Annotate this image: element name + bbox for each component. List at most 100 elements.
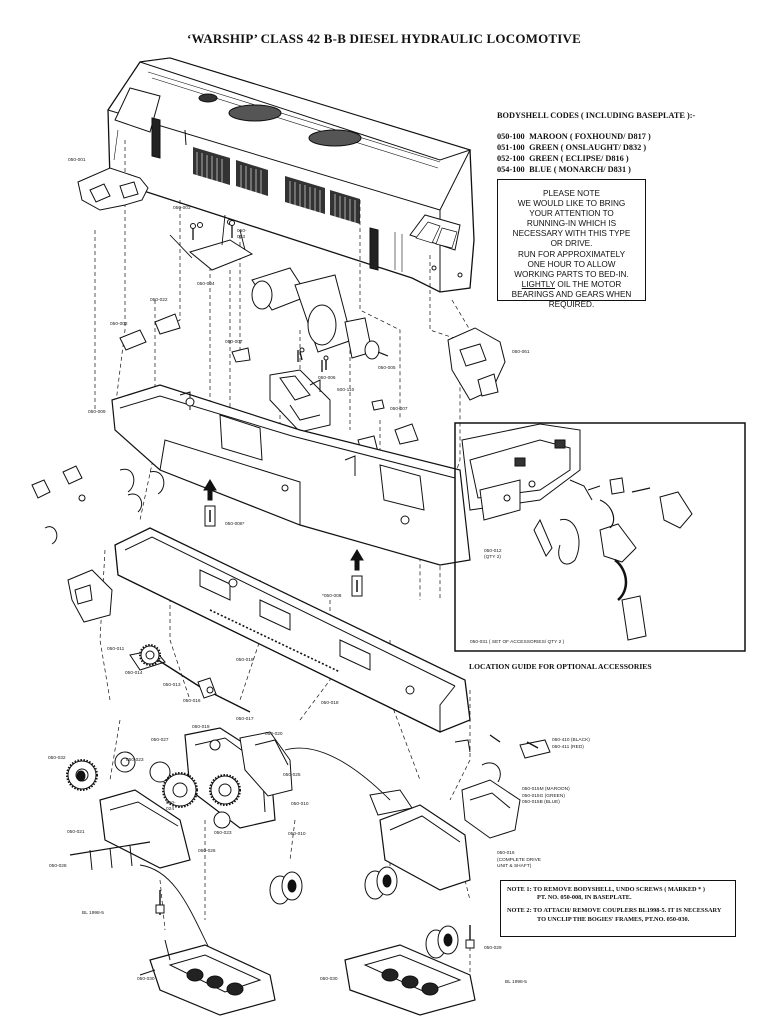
page-title: ‘WARSHIP’ CLASS 42 B-B DIESEL HYDRAULIC … bbox=[186, 31, 582, 46]
removal-notes-box: NOTE 1: TO REMOVE BODYSHELL, UNDO SCREWS… bbox=[500, 880, 736, 937]
bogie-left-bottom bbox=[139, 890, 276, 1016]
part-label: BL 1998-5 bbox=[82, 911, 104, 916]
part-label: 050-021 bbox=[67, 830, 85, 835]
note-line: NECESSARY WITH THIS TYPE bbox=[512, 229, 631, 239]
part-label: *050-008 bbox=[322, 594, 342, 599]
part-label: BL 1998-5 bbox=[505, 980, 527, 985]
part-label: 050-007 bbox=[225, 340, 243, 345]
note-line: REQUIRED. bbox=[548, 300, 595, 310]
part-label: 050-023 bbox=[214, 831, 232, 836]
part-label: 050- 024 bbox=[166, 801, 176, 812]
motor-050-005 bbox=[251, 267, 389, 360]
bodyshell bbox=[107, 57, 475, 293]
location-guide-caption: LOCATION GUIDE FOR OPTIONAL ACCESSORIES bbox=[469, 662, 652, 671]
lightly-rest: OIL THE MOTOR bbox=[555, 279, 622, 289]
note-line: ONE HOUR TO ALLOW bbox=[527, 259, 616, 269]
part-label: 050-014 bbox=[125, 671, 143, 676]
part-label: 050-007 bbox=[390, 407, 408, 412]
screws bbox=[190, 220, 539, 749]
code: 054-100 bbox=[497, 165, 525, 174]
part-label: 050-019 bbox=[192, 725, 210, 730]
bodyshell-code-row: 050-100 MAROON ( FOXHOUND/ D817 ) bbox=[497, 131, 757, 142]
circuit-board-050-004 bbox=[169, 214, 254, 271]
part-label: 050-030 bbox=[320, 977, 338, 982]
part-label: 050-003 bbox=[173, 206, 191, 211]
inset-parts bbox=[533, 477, 693, 641]
chassis-top-050-009 bbox=[111, 384, 471, 566]
part-label: 050-030 bbox=[137, 977, 155, 982]
accessory-inset-box bbox=[454, 422, 746, 652]
part-label: 050-029 bbox=[484, 946, 502, 951]
part-label: 050-018 bbox=[321, 701, 339, 706]
part-label: 050-008* bbox=[225, 522, 245, 527]
part-label: 050-002 bbox=[110, 322, 128, 327]
note2-line-b: TO UNCLIP THE BOGIES' FRAMES, PT.NO. 050… bbox=[537, 915, 690, 923]
part-label: 050-023 bbox=[126, 758, 144, 763]
part-label: 050-022 bbox=[150, 298, 168, 303]
bodyshell-code-row: 052-100 GREEN ( ECLIPSE/ D816 ) bbox=[497, 153, 757, 164]
code: 052-100 bbox=[497, 154, 525, 163]
part-label: 050-010 bbox=[288, 832, 306, 837]
main-chassis-frame bbox=[114, 527, 471, 733]
bogie-right-bottom bbox=[344, 925, 476, 1016]
part-label: 050-012 (QTY 2) bbox=[484, 549, 502, 560]
part-label: 050-031 ( SET OF ACCESSORIES/ QTY 2 ) bbox=[470, 640, 565, 645]
part-label: 050-017 bbox=[236, 717, 254, 722]
note-line: WE WOULD LIKE TO BRING bbox=[517, 199, 626, 209]
code: 050-100 bbox=[497, 132, 525, 141]
bodyshell-code-row: 051-100 GREEN ( ONSLAUGHT/ D832 ) bbox=[497, 142, 757, 153]
part-label: 050-013 bbox=[163, 683, 181, 688]
part-label: 050-016 bbox=[183, 699, 201, 704]
note1-line-b: PT. NO. 050-008, IN BASEPLATE. bbox=[537, 894, 632, 902]
part-label: 050-411 (RED) bbox=[552, 745, 584, 750]
bodyshell-code-row: 054-100 BLUE ( MONARCH/ D831 ) bbox=[497, 164, 757, 175]
please-note-box: PLEASE NOTE WE WOULD LIKE TO BRING YOUR … bbox=[497, 179, 646, 309]
note-line: LIGHTLY OIL THE MOTOR bbox=[498, 280, 645, 290]
note-line: OR DRIVE. bbox=[550, 239, 593, 249]
code-desc: BLUE ( MONARCH/ D831 ) bbox=[529, 165, 631, 174]
part-label: 050-025 bbox=[283, 773, 301, 778]
note-line: BEARINGS AND GEARS WHEN bbox=[511, 289, 632, 299]
gearbox-right bbox=[239, 731, 293, 797]
bodyshell-heading: BODYSHELL CODES ( INCLUDING BASEPLATE ):… bbox=[497, 111, 696, 120]
part-label: 050-015M (MAROON) 050-015G (GREEN) 050-0… bbox=[522, 787, 570, 805]
lightly-word: LIGHTLY bbox=[521, 279, 556, 289]
part-label: 050-028 bbox=[49, 864, 67, 869]
part-label: 050- 003 bbox=[237, 229, 247, 240]
part-label: 050-410 (BLACK) bbox=[552, 738, 590, 743]
inset-bodyend bbox=[461, 423, 581, 521]
note-line: WORKING PARTS TO BED-IN. bbox=[514, 269, 629, 279]
bogie-frame-left bbox=[69, 789, 211, 951]
drive-shaft bbox=[129, 645, 251, 713]
screw-arrows bbox=[203, 479, 364, 597]
bogie-frame-right bbox=[284, 747, 471, 891]
note-line: RUN FOR APPROXIMATELY bbox=[517, 249, 626, 259]
left-accessories bbox=[31, 465, 165, 623]
part-label: 050-001 bbox=[68, 158, 86, 163]
part-label: 050-027 bbox=[151, 738, 169, 743]
part-label: 050-011 bbox=[107, 647, 125, 652]
part-label: 050-010 bbox=[291, 802, 309, 807]
part-label: 500-110 bbox=[337, 388, 355, 393]
coupler-mount-050-001 bbox=[77, 167, 149, 211]
bodyshell-codes: BODYSHELL CODES ( INCLUDING BASEPLATE ):… bbox=[497, 110, 757, 175]
motor-clip-050-006 bbox=[269, 369, 331, 433]
part-label: 050-061 bbox=[512, 350, 530, 355]
part-label: 050-026 bbox=[198, 849, 216, 854]
code-desc: GREEN ( ECLIPSE/ D816 ) bbox=[529, 154, 629, 163]
code: 051-100 bbox=[497, 143, 525, 152]
note2-line-a: NOTE 2: TO ATTACH/ REMOVE COUPLERS BL199… bbox=[507, 907, 722, 915]
note-line: RUNNING-IN WHICH IS bbox=[526, 219, 617, 229]
part-label: 050-018 bbox=[236, 658, 254, 663]
part-label: 050-016 (COMPLETE DRIVE UNIT & SHAFT) bbox=[497, 851, 541, 869]
note-line: YOUR ATTENTION TO bbox=[529, 209, 614, 219]
wheels bbox=[76, 770, 459, 959]
code-desc: GREEN ( ONSLAUGHT/ D832 ) bbox=[529, 143, 647, 152]
part-label: 050-009 bbox=[88, 410, 106, 415]
part-label: 050-020 bbox=[265, 732, 283, 737]
part-label: 050-032 bbox=[48, 756, 66, 761]
part-label: 050-005 bbox=[378, 366, 396, 371]
note-line: PLEASE NOTE bbox=[543, 189, 600, 198]
part-label: 050-006 bbox=[318, 376, 336, 381]
